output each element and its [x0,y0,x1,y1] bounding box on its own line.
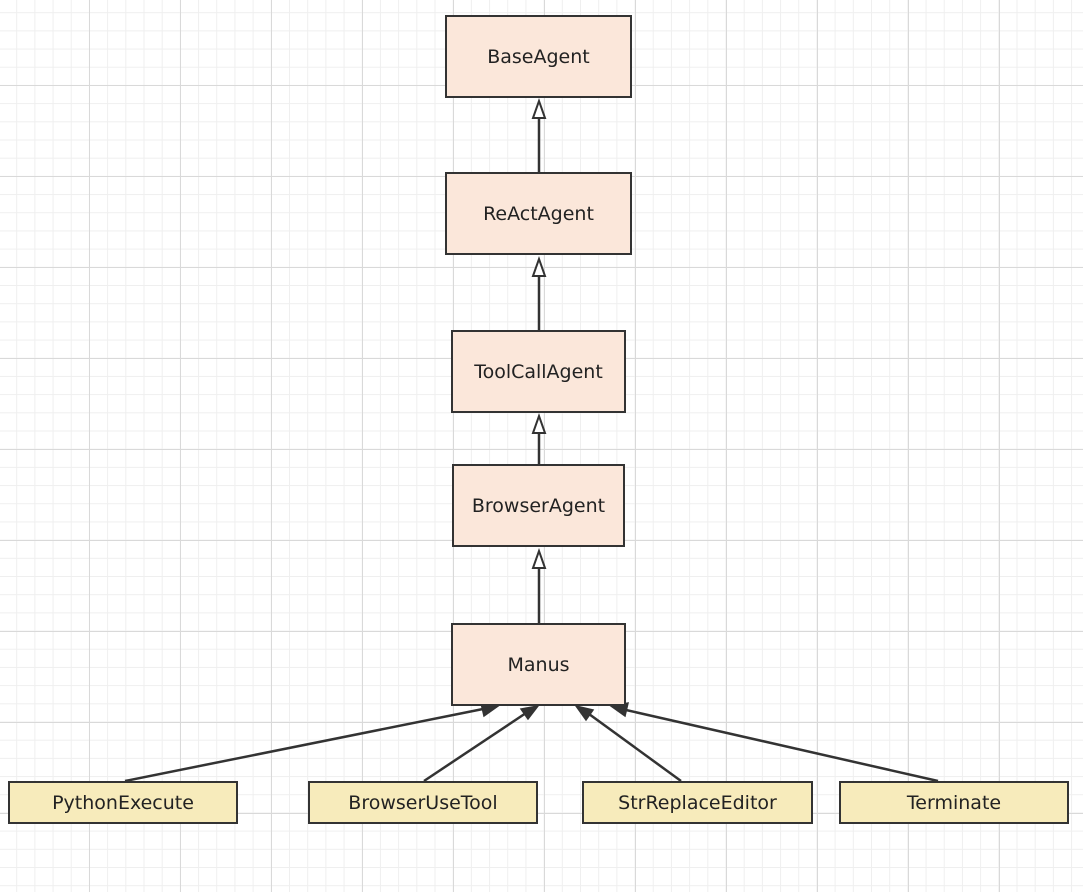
node-browseragent[interactable]: BrowserAgent [452,464,625,547]
node-label: StrReplaceEditor [618,791,777,814]
node-label: BaseAgent [487,45,590,68]
node-label: PythonExecute [52,791,194,814]
node-label: ToolCallAgent [474,360,603,383]
edge-browser-to-toolcall [531,412,547,464]
node-browserusetool[interactable]: BrowserUseTool [308,781,538,824]
edge-react-to-base [531,97,547,172]
edge-manus-to-browser [531,547,547,623]
node-label: BrowserUseTool [348,791,498,814]
edge-browseruse-to-manus [423,704,540,783]
edge-toolcall-to-react [531,255,547,330]
edge-strreplace-to-manus [574,704,682,783]
node-manus[interactable]: Manus [451,623,626,706]
node-label: Terminate [906,791,1002,814]
node-strreplaceeditor[interactable]: StrReplaceEditor [582,781,813,824]
node-terminate[interactable]: Terminate [839,781,1069,824]
node-toolcallagent[interactable]: ToolCallAgent [451,330,626,413]
node-label: Manus [507,653,570,676]
node-pythonexecute[interactable]: PythonExecute [8,781,238,824]
node-baseagent[interactable]: BaseAgent [445,15,632,98]
node-label: BrowserAgent [471,494,606,517]
edge-terminate-to-manus [609,702,939,783]
node-reactagent[interactable]: ReActAgent [445,172,632,255]
node-label: ReActAgent [483,202,594,225]
